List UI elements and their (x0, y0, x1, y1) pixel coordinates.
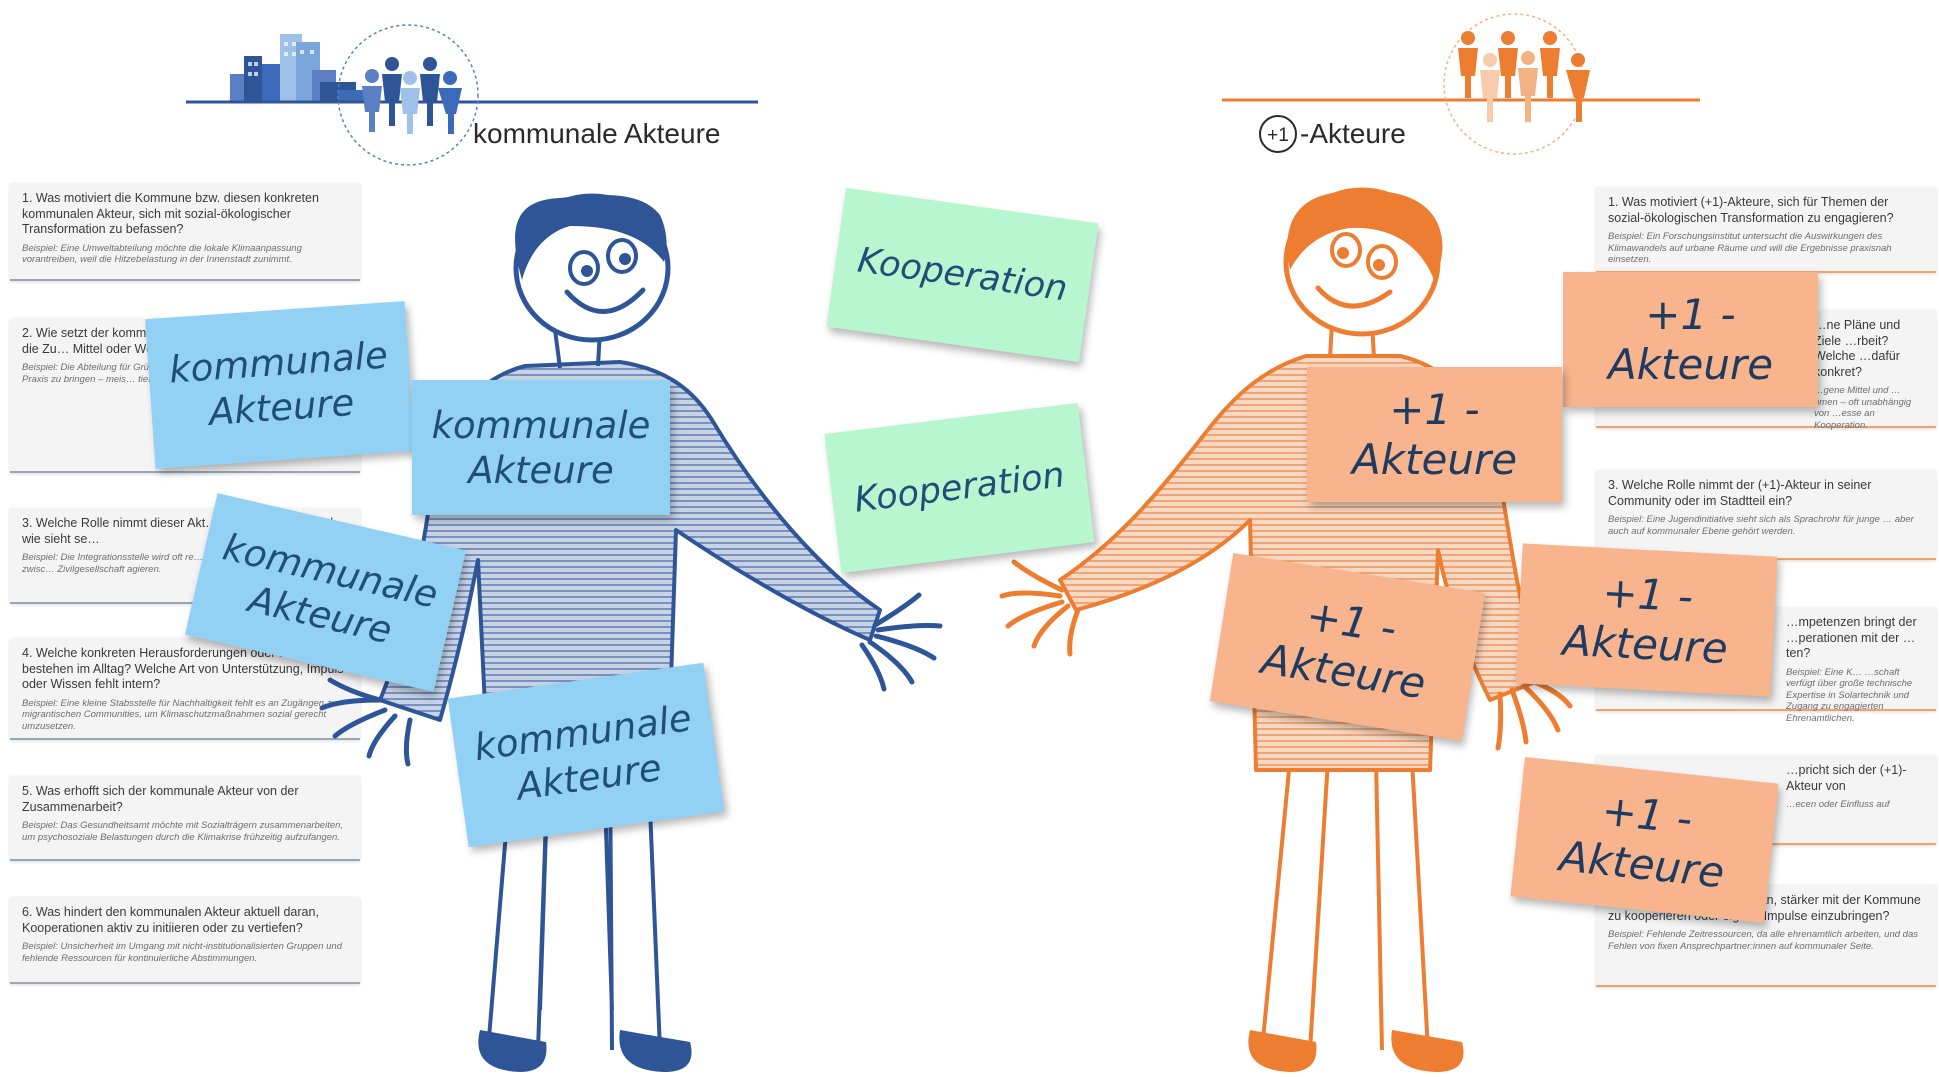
sticky-note-plus-one-akteure: +1 - Akteure (1510, 757, 1779, 923)
sticky-note-kommunale-akteure: kommunale Akteure (412, 380, 670, 515)
sticky-note-kommunale-akteure: kommunale Akteure (145, 301, 415, 469)
sticky-note-plus-one-akteure: +1 - Akteure (1563, 272, 1818, 407)
city-skyline-icon (230, 34, 366, 102)
people-group-icon (362, 57, 462, 134)
sticky-note-plus-one-akteure: +1 - Akteure (1515, 543, 1778, 697)
left-question-card: 1. Was motiviert die Kommune bzw. diesen… (10, 183, 360, 281)
right-header-title: -Akteure (1300, 118, 1406, 149)
left-question-card: 5. Was erhofft sich der kommunale Akteur… (10, 776, 360, 861)
people-group-orange-icon (1458, 31, 1590, 122)
right-question-card: 3. Welche Rolle nimmt der (+1)-Akteur in… (1596, 470, 1936, 560)
plus-one-badge-label: +1 (1267, 125, 1289, 146)
plus-one-badge-icon (1259, 115, 1297, 153)
left-question-card: 6. Was hindert den kommunalen Akteur akt… (10, 897, 360, 984)
sticky-note-plus-one-akteure: +1 - Akteure (1307, 367, 1562, 502)
right-question-card: 1. Was motiviert (+1)-Akteure, sich für … (1596, 187, 1936, 273)
left-header-title: kommunale Akteure (473, 118, 721, 149)
